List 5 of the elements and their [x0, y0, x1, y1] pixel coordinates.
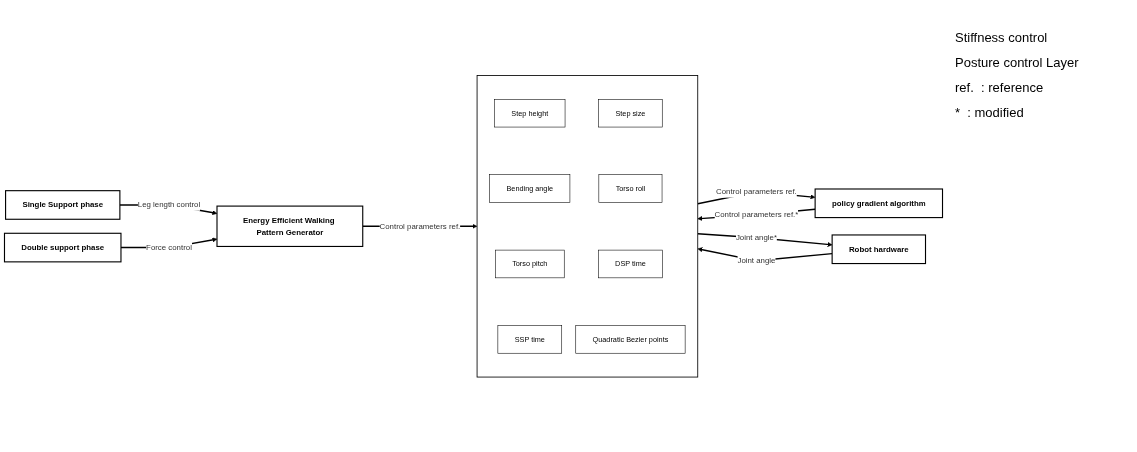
cluster — [476, 74, 699, 378]
note-text: Posture control Layer — [955, 55, 1080, 70]
note-text: * : modified — [955, 105, 1025, 120]
note-text: ref. : reference — [955, 80, 1045, 95]
note-text: Stiffness control — [955, 30, 1049, 45]
